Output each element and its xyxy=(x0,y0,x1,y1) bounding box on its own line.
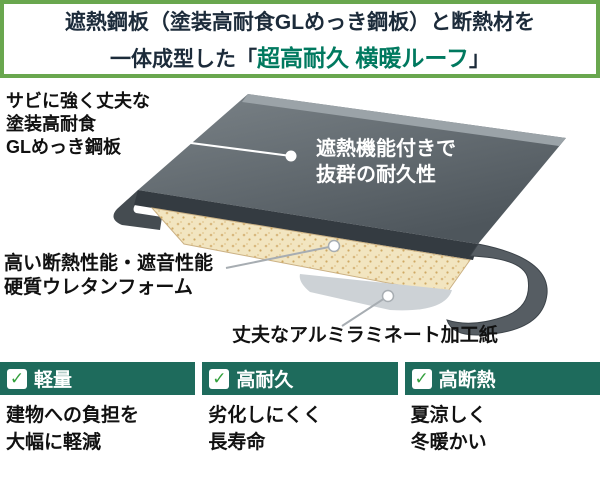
header-line2-suffix: 」 xyxy=(469,47,490,71)
header-banner: 遮熱鋼板（塗装高耐食GLめっき鋼板）と断熱材を 一体成型した「超高耐久 横暖ルー… xyxy=(0,0,600,78)
steel-leader-dot xyxy=(285,150,297,162)
feature-description: 劣化しにくく 長寿命 xyxy=(208,405,322,453)
paper-leader-line xyxy=(341,295,389,327)
roof-panel-diagram: サビに強く丈夫な 塗装高耐食 GLめっき鋼板 遮熱機能付きで 抜群の耐久性 高い… xyxy=(0,78,600,362)
backing-paper xyxy=(299,274,452,311)
steel-leader-line xyxy=(167,139,292,157)
right-hook-edge xyxy=(446,243,548,336)
feature-title: 高断熱 xyxy=(438,370,496,391)
feature-description: 建物への負担を 大幅に軽減 xyxy=(6,405,140,453)
feature-header: ✓ 高耐久 xyxy=(202,362,398,395)
feature-header: ✓ 軽量 xyxy=(0,362,196,395)
paper-leader-dot xyxy=(381,289,395,303)
foam-leader-line xyxy=(225,245,335,269)
feature-card-insulation: ✓ 高断熱 夏涼しく 冬暖かい xyxy=(404,362,600,480)
roof-panel-illustration xyxy=(113,94,566,336)
heatshield-label: 遮熱機能付きで 抜群の耐久性 xyxy=(316,138,456,186)
check-icon: ✓ xyxy=(209,368,230,389)
header-line2-prefix: 一体成型した「 xyxy=(109,47,257,71)
steel-label: サビに強く丈夫な 塗装高耐食 GLめっき鋼板 xyxy=(6,91,150,158)
steel-top-edge-highlight xyxy=(242,94,566,146)
foam-leader-dot xyxy=(327,239,341,253)
header-line1: 遮熱鋼板（塗装高耐食GLめっき鋼板）と断熱材を xyxy=(64,10,536,34)
check-icon: ✓ xyxy=(411,368,432,389)
feature-title: 軽量 xyxy=(34,370,73,391)
feature-card-lightweight: ✓ 軽量 建物への負担を 大幅に軽減 xyxy=(0,362,196,480)
check-icon: ✓ xyxy=(7,368,27,389)
steel-front-edge xyxy=(134,190,478,260)
left-seam-hook xyxy=(113,190,162,230)
feature-card-durability: ✓ 高耐久 劣化しにくく 長寿命 xyxy=(202,362,398,480)
feature-title: 高耐久 xyxy=(236,370,294,391)
header-line2: 一体成型した「超高耐久 横暖ルーフ」 xyxy=(110,39,490,73)
feature-header: ✓ 高断熱 xyxy=(404,362,600,395)
feature-cards: ✓ 軽量 建物への負担を 大幅に軽減 ✓ 高耐久 劣化しにくく 長寿命 ✓ 高断… xyxy=(0,362,600,480)
foam-label: 高い断熱性能・遮音性能 硬質ウレタンフォーム xyxy=(4,253,214,299)
product-name-highlight: 超高耐久 横暖ルーフ xyxy=(256,44,469,71)
feature-description: 夏涼しく 冬暖かい xyxy=(410,405,487,453)
paper-label: 丈夫なアルミラミネート加工紙 xyxy=(232,325,498,346)
